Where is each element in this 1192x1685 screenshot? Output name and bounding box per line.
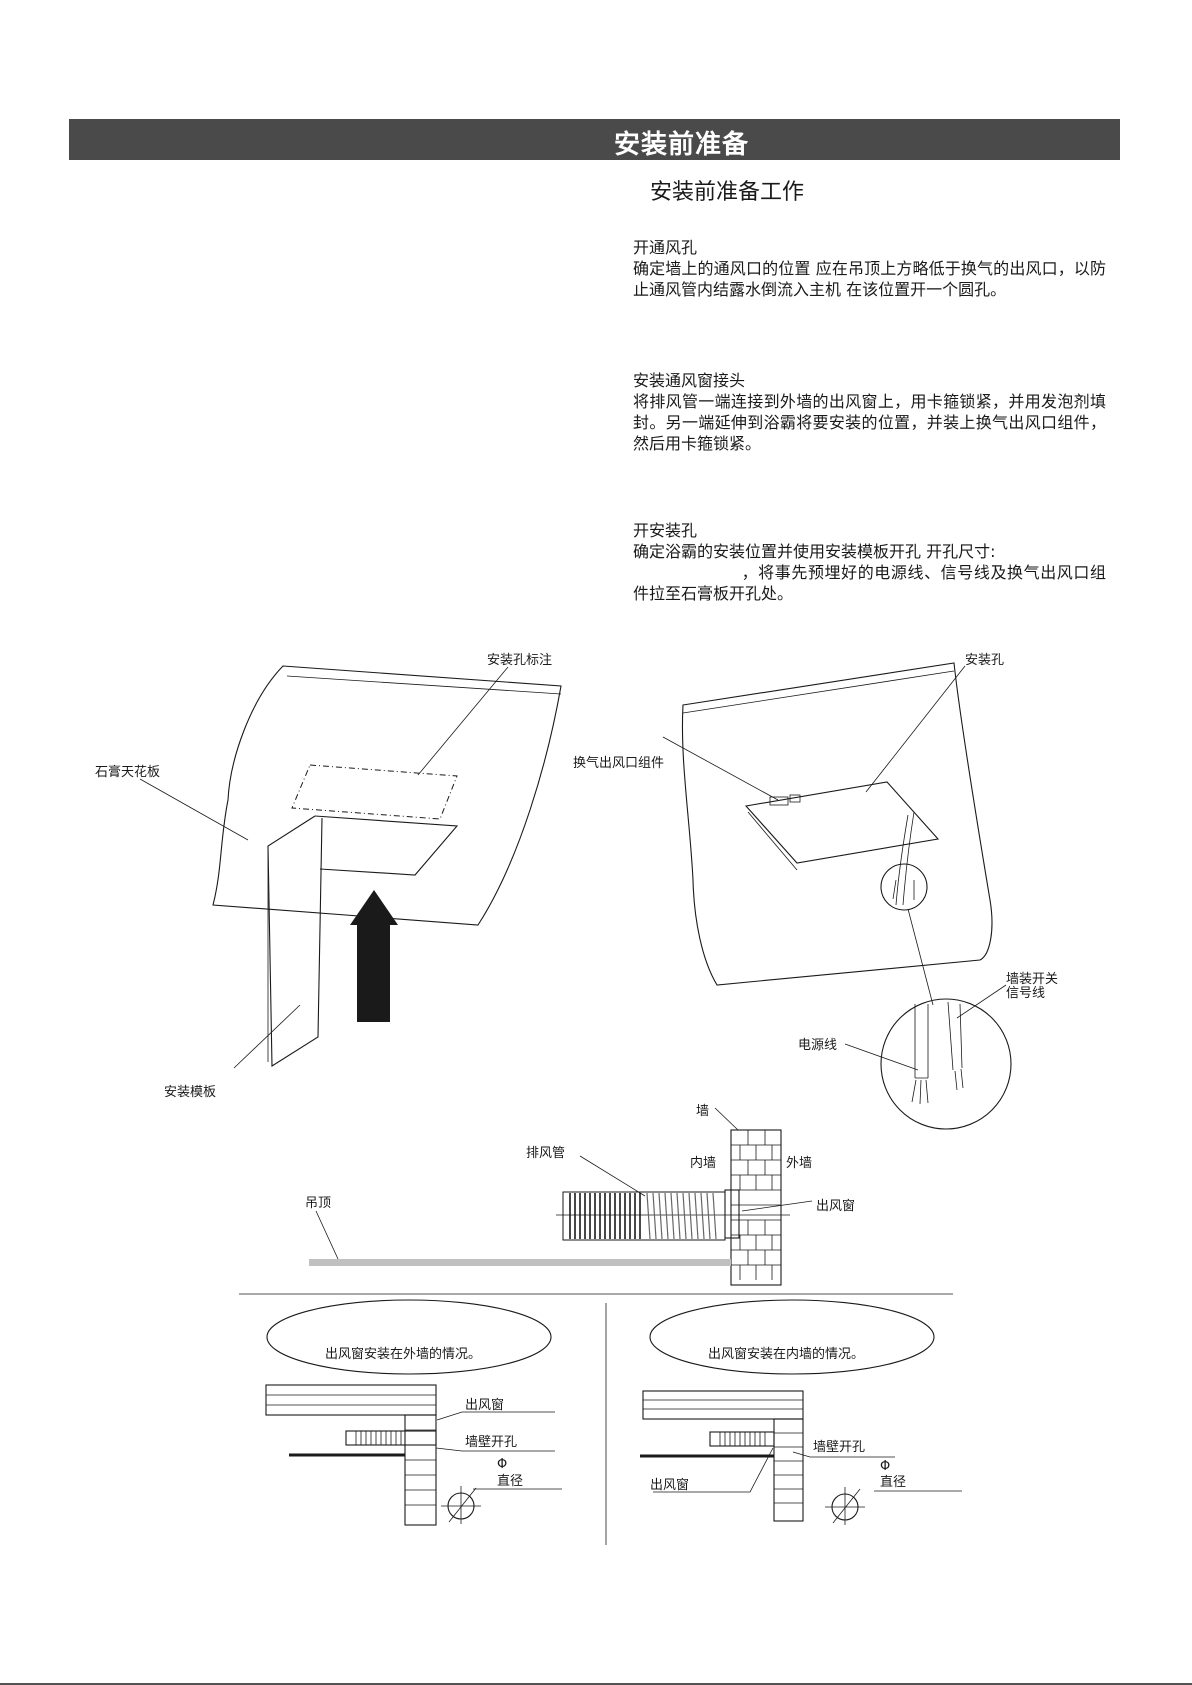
figure-wall-duct: 墙 排风管 内墙 外墙 吊顶 出风窗 — [305, 1104, 855, 1286]
vent-window-label: 出风窗 — [816, 1198, 855, 1214]
wall-switch-label: 墙装开关 — [1006, 972, 1058, 987]
case-diameter-label: 直径 — [880, 1475, 906, 1490]
block-heading: 开通风孔 — [633, 238, 698, 257]
header-bar — [69, 119, 1120, 160]
block-heading: 开安装孔 — [633, 521, 698, 540]
suspended-ceiling — [309, 1259, 731, 1266]
power-wire-label: 电源线 — [798, 1038, 837, 1053]
block-body-line2: ，将事先预埋好的电源线、信号线及换气出风口组件拉至石膏板开孔处。 — [633, 563, 1106, 603]
case-caption: 出风窗安装在外墙的情况。 — [325, 1346, 481, 1362]
figure-ceiling-hole: 安装孔 换气出风口组件 墙装开关 信号线 电源线 — [573, 653, 1058, 1130]
exhaust-duct — [562, 1191, 726, 1241]
suspended-ceiling-label: 吊顶 — [305, 1196, 331, 1211]
text-block-install-hole: 开安装孔 确定浴霸的安装位置并使用安装模板开孔 开孔尺寸: ，将事先预埋好的电源… — [633, 520, 1106, 604]
case-caption: 出风窗安装在内墙的情况。 — [708, 1346, 864, 1362]
outlet-assembly-label: 换气出风口组件 — [573, 755, 664, 771]
figure-ceiling-template: 石膏天花板 安装孔标注 安装模板 — [95, 653, 562, 1100]
case-phi: Φ — [497, 1457, 507, 1472]
signal-wire-label: 信号线 — [1006, 986, 1045, 1001]
ceiling-label: 石膏天花板 — [95, 764, 160, 780]
template-label: 安装模板 — [164, 1085, 216, 1100]
block-body: 确定墙上的通风口的位置 应在吊顶上方略低于换气的出风口，以防止通风管内结露水倒流… — [633, 259, 1106, 299]
inner-wall-label: 内墙 — [690, 1155, 716, 1171]
page-title: 安装前准备 — [614, 130, 750, 160]
text-block-vent-hole: 开通风孔 确定墙上的通风口的位置 应在吊顶上方略低于换气的出风口，以防止通风管内… — [633, 237, 1106, 300]
block-heading: 安装通风窗接头 — [633, 371, 746, 390]
case-vent-label: 出风窗 — [650, 1477, 689, 1493]
figure-case-inner-wall: 出风窗安装在内墙的情况。 墙壁开孔 出风窗 Φ 直径 — [640, 1299, 962, 1525]
case-diameter-label: 直径 — [497, 1474, 523, 1489]
install-hole-label: 安装孔 — [965, 653, 1004, 668]
text-block-vent-connector: 安装通风窗接头 将排风管一端连接到外墙的出风窗上，用卡箍锁紧，并用发泡剂填封。另… — [633, 370, 1106, 454]
exhaust-duct-label: 排风管 — [526, 1146, 565, 1161]
wall-label: 墙 — [696, 1104, 709, 1119]
case-hole-label: 墙壁开孔 — [813, 1440, 865, 1455]
outer-wall-label: 外墙 — [786, 1156, 812, 1171]
figure-case-outer-wall: 出风窗安装在外墙的情况。 出风窗 墙壁开孔 Φ 直径 — [265, 1299, 562, 1526]
case-vent-label: 出风窗 — [465, 1397, 504, 1413]
section-title: 安装前准备工作 — [650, 180, 805, 205]
hole-mark-label: 安装孔标注 — [487, 653, 552, 668]
block-body-line1: 确定浴霸的安装位置并使用安装模板开孔 开孔尺寸: — [633, 542, 996, 561]
up-arrow-icon — [350, 890, 398, 1022]
case-phi: Φ — [880, 1459, 890, 1474]
case-hole-label: 墙壁开孔 — [465, 1435, 517, 1450]
block-body: 将排风管一端连接到外墙的出风窗上，用卡箍锁紧，并用发泡剂填封。另一端延伸到浴霸将… — [633, 392, 1106, 453]
